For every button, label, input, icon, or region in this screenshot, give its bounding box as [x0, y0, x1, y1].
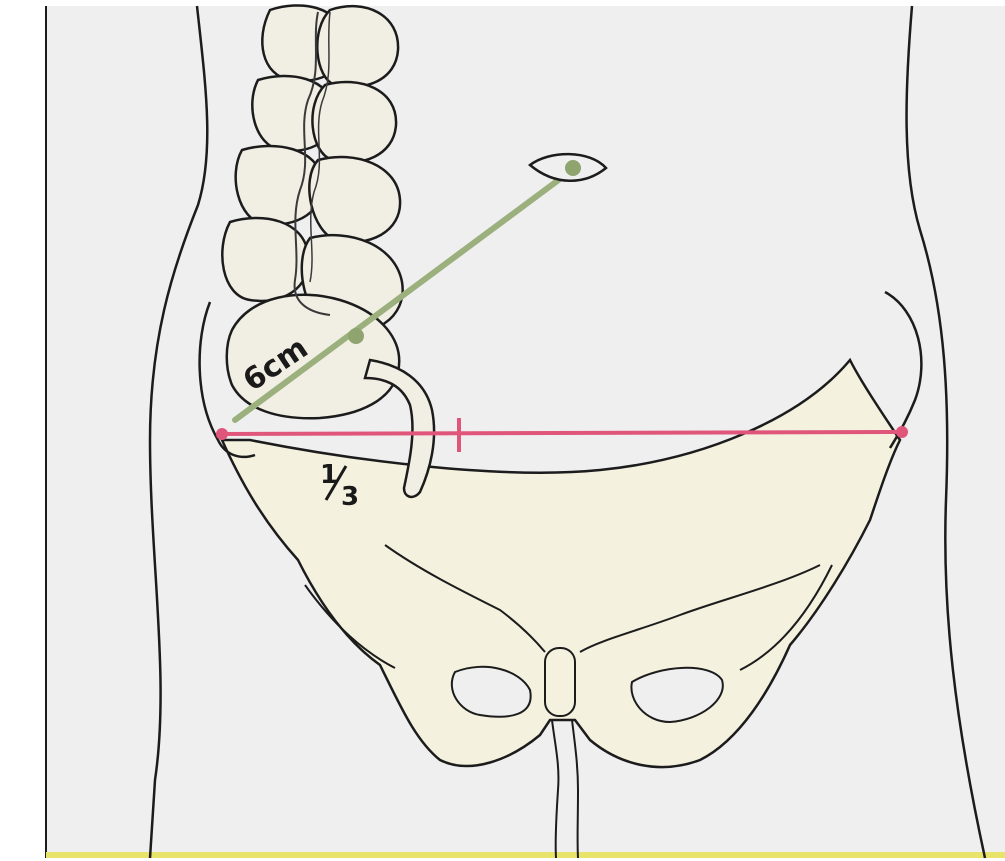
- green-line-midpoint-marker: [348, 328, 364, 344]
- red-line-endpoint-right: [896, 426, 908, 438]
- fraction-denominator: 3: [341, 482, 359, 512]
- red-measurement-line: [222, 432, 904, 434]
- eye-pupil: [565, 160, 581, 176]
- frame-bottom-border: [46, 852, 1005, 858]
- pubic-symphysis: [545, 648, 575, 716]
- red-line-endpoint-left: [216, 428, 228, 440]
